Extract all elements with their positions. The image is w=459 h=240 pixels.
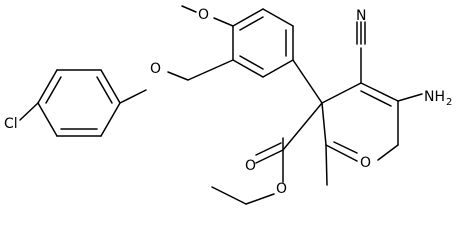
structure-diagram: Cl O O N NH 2 O O O (4, 5, 452, 205)
bond-ar-c4 (292, 59, 323, 104)
bond-c-nh2 (397, 93, 423, 102)
bond-inner (239, 55, 264, 70)
bond (37, 102, 58, 137)
chlorine-label: Cl (4, 116, 18, 132)
ether-oxygen-label: O (150, 61, 161, 77)
methoxy-oxygen-label: O (198, 7, 209, 23)
bond (262, 8, 294, 27)
bond-c3-cooet (282, 102, 323, 151)
bond (377, 144, 399, 161)
bond (100, 102, 121, 137)
nitrile-nitrogen-label: N (356, 8, 366, 24)
bond-o-ch3 (181, 5, 197, 13)
amine-subscript: 2 (446, 97, 452, 108)
ester-oxygen-label: O (276, 181, 287, 197)
bond-ch2-ch3 (211, 186, 247, 205)
bond-c-o (119, 89, 147, 104)
bond-inner (255, 142, 282, 156)
bond (232, 59, 264, 78)
bond-ester-carbonyl (255, 149, 284, 164)
bond-inner (360, 90, 392, 107)
ring-oxygen-label: O (360, 155, 371, 171)
molecule-canvas: Cl O O N NH 2 O O O (4, 5, 452, 205)
bond-o-ch2 (167, 71, 189, 81)
bond (37, 69, 58, 104)
chlorophenyl-ring (37, 69, 121, 137)
bond-inner (239, 16, 264, 31)
bond (360, 82, 399, 102)
bond-inner (45, 76, 62, 104)
bond (325, 144, 358, 162)
bond-c-ch3 (325, 144, 328, 186)
bond-ch2-ar (187, 59, 234, 81)
bond (262, 59, 294, 78)
bond-inner (333, 141, 358, 154)
bond-inner (96, 76, 113, 104)
bond-o-ch2 (245, 193, 275, 205)
amine-label: NH (424, 89, 445, 105)
bond (100, 69, 121, 104)
bond (321, 82, 362, 104)
pyran-ring (321, 82, 399, 162)
bond (321, 102, 327, 146)
methoxyphenyl-ring (232, 8, 294, 78)
bond-c-ome (213, 17, 234, 27)
carbonyl-oxygen-label: O (245, 158, 256, 174)
bond (232, 8, 264, 27)
bond-c-cl (19, 102, 39, 121)
